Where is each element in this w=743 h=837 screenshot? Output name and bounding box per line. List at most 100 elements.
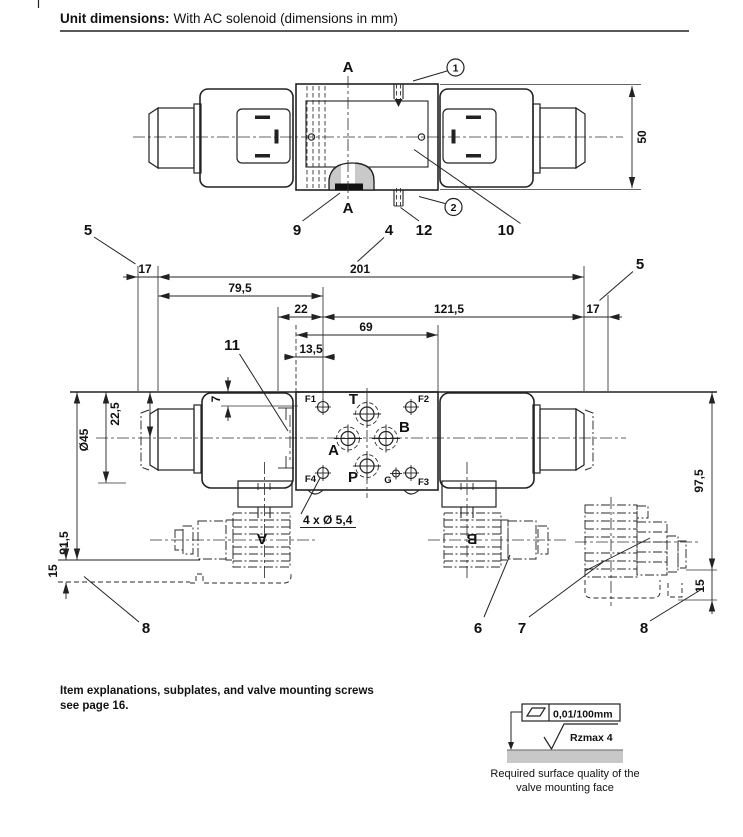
callout-5-left: 5 [84, 222, 136, 265]
dim-91-5: 91,5 [57, 531, 71, 555]
manual-override-dome [328, 162, 375, 191]
extension-lines [137, 266, 609, 400]
callout-12: 12 [400, 207, 433, 239]
nameplate-screw-right [417, 133, 426, 141]
callout-4: 4 [357, 222, 394, 262]
spool-end-detail [278, 407, 294, 469]
right-end-cap-front [575, 407, 585, 472]
right-knurl-step [532, 103, 541, 174]
surface-quality-block: 0,01/100mm Rzmax 4 Required surface qual… [490, 703, 640, 794]
callout-1: 1 [412, 58, 465, 82]
phantom-plug-a: A [150, 512, 316, 584]
footer-line2: see page 16. [60, 700, 128, 712]
page-title: Unit dimensions: With AC solenoid (dimens… [60, 11, 398, 26]
flatness-frame [521, 703, 621, 722]
port-label-f2: F2 [418, 394, 429, 405]
surface-bar [507, 750, 623, 763]
dim-22: 22 [294, 302, 308, 316]
top-plug [393, 84, 404, 107]
nameplate-screw-left [307, 133, 316, 141]
right-connector-face [442, 108, 497, 164]
left-end-cap [148, 106, 159, 170]
footer-line1: Item explanations, subplates, and valve … [60, 685, 374, 697]
dim-7-group: 7 [209, 377, 298, 421]
phantom-connector-7 [575, 497, 700, 606]
port-label-t: T [349, 391, 358, 408]
left-phantom-nut [140, 409, 150, 471]
page-title-bold: Unit dimensions: [60, 11, 170, 26]
dimension-stack: 17 201 79,5 22 121,5 17 69 13,5 5 5 11 [84, 222, 644, 432]
front-view: F1 T F2 A B F4 P G F3 4 x Ø 5,4 [46, 377, 717, 637]
callout-2: 2 [418, 196, 463, 217]
left-knurl-cap [157, 107, 195, 169]
dim-17-left: 17 [138, 262, 152, 276]
page-title-rest: With AC solenoid (dimensions in mm) [174, 11, 398, 26]
left-connector-face [236, 108, 291, 164]
svg-text:2: 2 [451, 202, 457, 214]
left-knurl-step-front [193, 404, 202, 474]
port-label-f3: F3 [418, 477, 429, 488]
dim-201: 201 [350, 262, 370, 276]
footer-note: Item explanations, subplates, and valve … [60, 685, 374, 712]
bolt-pattern-note: 4 x Ø 5,4 [300, 477, 356, 528]
svg-text:4: 4 [385, 222, 394, 239]
plug-a-alt-outline [190, 573, 292, 584]
dim-15-right: 15 [693, 579, 707, 593]
section-label-bottom: A [343, 200, 354, 217]
dim-69: 69 [359, 320, 373, 334]
dim-50: 50 [635, 130, 649, 144]
right-phantom-nut [584, 409, 594, 471]
body-feet [307, 489, 420, 495]
dim-17-right: 17 [586, 302, 600, 316]
right-knurl-front [539, 408, 577, 471]
callout-8-left: 8 [83, 576, 150, 637]
hidden-bore-lines [306, 86, 326, 188]
surface-arrow [508, 742, 514, 750]
right-end-cap [575, 106, 586, 170]
svg-text:8: 8 [142, 620, 150, 637]
svg-text:6: 6 [474, 620, 482, 637]
left-connector-slots [255, 115, 279, 158]
dim-dia45: Ø45 [77, 428, 91, 451]
dim-22-5: 22,5 [108, 402, 122, 426]
port-label-a: A [328, 442, 339, 459]
roughness-icon [543, 723, 618, 751]
port-label-p: P [348, 469, 358, 486]
callout-9: 9 [293, 192, 341, 239]
plug-a-label: A [256, 530, 267, 547]
section-label-top: A [343, 59, 354, 76]
port-label-g: G [384, 475, 391, 486]
callout-6: 6 [474, 554, 511, 637]
right-connector-slots [451, 115, 481, 158]
svg-text:11: 11 [224, 337, 240, 354]
svg-text:12: 12 [416, 222, 433, 239]
header: Unit dimensions: With AC solenoid (dimens… [60, 11, 689, 32]
callout-7: 7 [518, 561, 604, 637]
left-din-connector [237, 462, 293, 524]
svg-text:5: 5 [84, 222, 92, 239]
svg-text:7: 7 [518, 620, 526, 637]
svg-text:9: 9 [293, 222, 301, 239]
surface-caption-1: Required surface quality of the [490, 768, 639, 780]
bottom-plug [393, 188, 404, 208]
svg-text:1: 1 [453, 63, 459, 75]
callout-10: 10 [413, 149, 521, 239]
right-solenoid-front [439, 392, 535, 489]
top-view: A A 50 1 2 9 4 12 [133, 58, 649, 262]
right-din-connector [441, 462, 497, 524]
dim-15-left: 15 [46, 564, 60, 578]
port-label-f1: F1 [305, 394, 317, 405]
dim-7: 7 [209, 395, 223, 402]
flatness-icon [525, 707, 547, 717]
dim-97-5: 97,5 [692, 469, 706, 493]
roughness-value: Rzmax 4 [570, 732, 613, 744]
surface-caption-2: valve mounting face [516, 782, 614, 794]
svg-text:5: 5 [636, 256, 644, 273]
left-solenoid-front [201, 392, 294, 489]
plug-b-label: B [466, 530, 477, 547]
flatness-value: 0,01/100mm [553, 709, 613, 721]
svg-text:8: 8 [640, 620, 648, 637]
callout-8-right: 8 [640, 588, 703, 637]
port-label-f4: F4 [305, 474, 317, 485]
